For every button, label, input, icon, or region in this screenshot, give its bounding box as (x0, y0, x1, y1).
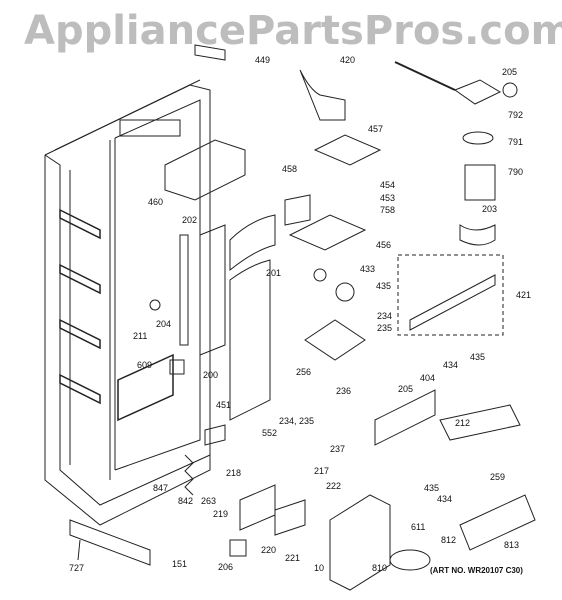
part-label: 421 (516, 290, 532, 300)
insulation-457 (313, 134, 382, 166)
screw-204 (149, 299, 161, 311)
cover-200 (229, 259, 271, 421)
part-label: 218 (226, 468, 242, 478)
switch-609 (169, 359, 185, 375)
part-label: 435 (470, 352, 486, 362)
part-label: 420 (340, 55, 356, 65)
part-label: 458 (282, 164, 298, 174)
auger-792 (453, 79, 502, 105)
part-label: 812 (441, 535, 457, 545)
part-label: 435 (376, 281, 392, 291)
part-label: 10 (314, 563, 325, 573)
part-label: 433 (360, 264, 376, 274)
part-label: 792 (508, 110, 524, 120)
cover-203 (459, 224, 496, 246)
part-label: 847 (153, 483, 169, 493)
container-790 (464, 164, 496, 201)
part-label: 234, 235 (279, 416, 315, 426)
part-label: 237 (330, 444, 346, 454)
part-label: 211 (133, 331, 148, 341)
part-label: 434 (437, 494, 453, 504)
chute-221 (274, 499, 306, 536)
housing-201 (199, 224, 226, 356)
part-label: 758 (380, 205, 396, 215)
part-label: 552 (262, 428, 278, 438)
bearing-205 (502, 82, 518, 98)
bracket-451 (204, 424, 226, 446)
part-label: 404 (420, 373, 436, 383)
part-label: 221 (285, 553, 301, 563)
part-label: 205 (398, 384, 414, 394)
part-label: 220 (261, 545, 277, 555)
part-label: 151 (172, 559, 188, 569)
part-label: 727 (69, 563, 85, 573)
part-label: 791 (508, 137, 524, 147)
part-label: 449 (255, 55, 271, 65)
watermark: AppliancePartsPros.com (24, 8, 562, 54)
bracket-458 (284, 194, 311, 226)
panel-813 (459, 494, 536, 551)
part-label: 205 (502, 67, 518, 77)
bucket-456 (288, 214, 367, 251)
part-label: 611 (411, 522, 426, 532)
part-label: 234 (377, 311, 393, 321)
cabinet-outline (44, 79, 211, 526)
part-label: 212 (455, 418, 471, 428)
frame-810 (329, 494, 391, 591)
part-label: 200 (203, 370, 219, 380)
part-label: 457 (368, 124, 384, 134)
part-label: 451 (216, 400, 232, 410)
part-label: 222 (326, 481, 342, 491)
pad-206 (229, 539, 247, 557)
part-label: 435 (424, 483, 440, 493)
part-label: 453 (380, 193, 396, 203)
lens-256 (304, 319, 366, 361)
door-shelves (59, 208, 174, 422)
part-label: 842 (178, 496, 194, 506)
part-label: 206 (218, 562, 234, 572)
part-label: 609 (137, 360, 153, 370)
part-label: 434 (443, 360, 459, 370)
part-label: 454 (380, 180, 396, 190)
part-label: 790 (508, 167, 524, 177)
part-label: 456 (376, 240, 392, 250)
part-label: 460 (148, 197, 164, 207)
part-label: 203 (482, 204, 498, 214)
part-label: 235 (377, 323, 393, 333)
part-label: 217 (314, 466, 330, 476)
part-label: 204 (156, 319, 172, 329)
seal-791 (462, 131, 494, 145)
grille-727 (69, 519, 151, 566)
cover-259 (439, 404, 521, 441)
wire-harness-420 (299, 69, 346, 121)
strip-202 (179, 234, 189, 346)
spring-847 (184, 454, 194, 496)
part-label: 256 (296, 367, 312, 377)
coil-812 (389, 549, 431, 571)
art-number: (ART NO. WR20107 C30) (430, 566, 523, 575)
part-label: 202 (182, 215, 198, 225)
part-label: 259 (490, 472, 506, 482)
bracket-449 (194, 44, 226, 61)
part-label: 813 (504, 540, 520, 550)
part-label: 810 (372, 563, 388, 573)
part-label: 219 (213, 509, 229, 519)
tube-404 (374, 389, 436, 446)
part-label: 201 (266, 268, 282, 278)
part-label: 263 (201, 496, 217, 506)
socket-433 (313, 268, 327, 282)
duct-460 (164, 139, 246, 201)
bracket-220 (239, 484, 276, 531)
assembly-421 (397, 254, 504, 336)
bulb-435 (335, 282, 355, 302)
part-label: 236 (336, 386, 352, 396)
